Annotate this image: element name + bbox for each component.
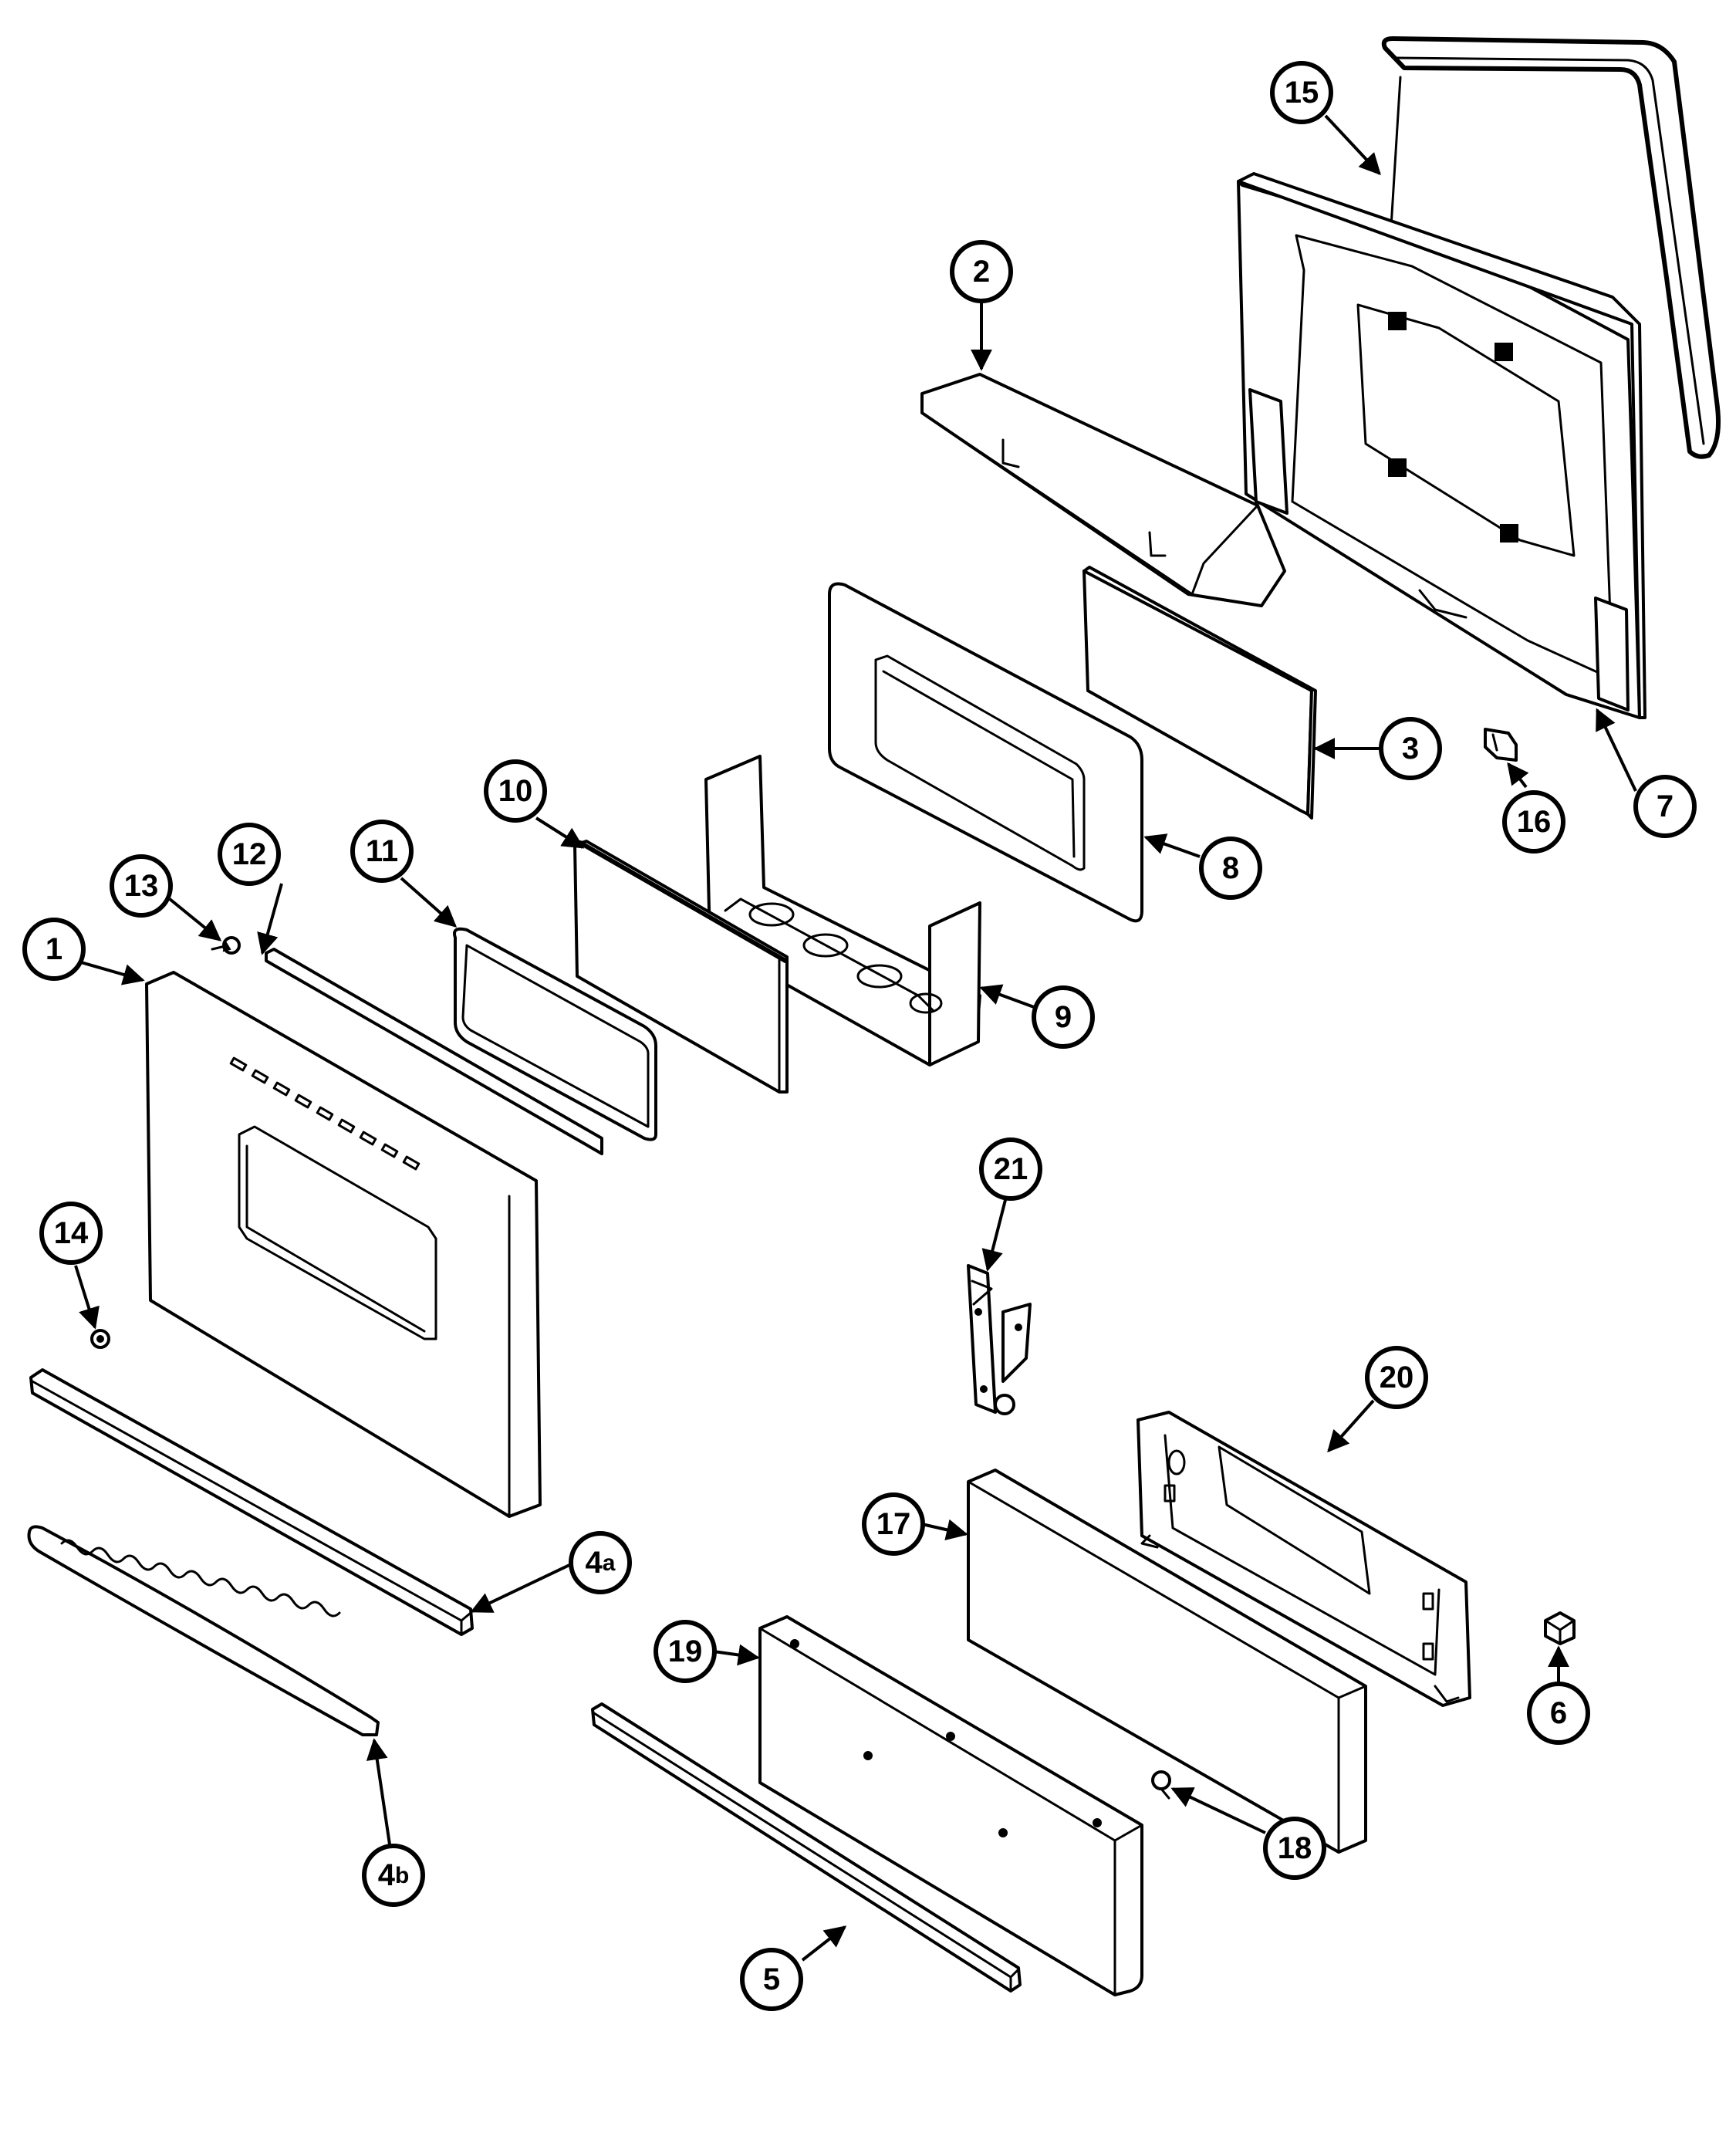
part-19-drawer-front: [758, 1615, 1143, 1996]
svg-text:5: 5: [763, 1962, 780, 1996]
part-15-door-gasket: [1381, 36, 1721, 459]
svg-text:12: 12: [232, 837, 267, 871]
svg-text:13: 13: [124, 869, 159, 903]
svg-text:16: 16: [1517, 805, 1552, 839]
callout-15: 15: [1270, 61, 1333, 124]
part-5-drawer-trim: [591, 1702, 1022, 1993]
part-4a-lower-trim: [29, 1368, 474, 1636]
part-20-drawer-support: [1137, 1411, 1471, 1707]
part-1-outer-door-panel: [145, 971, 542, 1518]
callout-13: 13: [110, 854, 173, 918]
callout-19: 19: [654, 1620, 717, 1683]
callout-5: 5: [740, 1948, 803, 2011]
callout-6: 6: [1527, 1682, 1590, 1745]
svg-text:1: 1: [46, 932, 62, 966]
svg-text:6: 6: [1550, 1696, 1567, 1730]
svg-text:20: 20: [1380, 1361, 1414, 1394]
callout-14: 14: [39, 1202, 103, 1265]
svg-text:10: 10: [498, 774, 533, 808]
part-11-window-gasket: [453, 927, 657, 1141]
part-10-glass-panel: [573, 840, 789, 1094]
part-3-glass-panel: [1082, 566, 1317, 820]
svg-text:19: 19: [668, 1634, 703, 1668]
part-14-nut: [90, 1329, 110, 1349]
callout-21: 21: [979, 1137, 1042, 1201]
part-8-window-frame: [828, 582, 1143, 923]
callout-3: 3: [1379, 717, 1442, 780]
leader-lines: [74, 114, 1637, 1962]
part-18-screw: [1151, 1770, 1171, 1800]
callout-2: 2: [950, 240, 1013, 303]
callout-12: 12: [218, 823, 281, 886]
part-6-bumper: [1544, 1611, 1576, 1645]
part-7-inner-door-liner: [1237, 172, 1646, 719]
callout-8: 8: [1199, 837, 1262, 900]
callout-9: 9: [1032, 985, 1095, 1049]
svg-text:7: 7: [1657, 789, 1674, 823]
part-9-glass-retainer: [704, 755, 981, 1066]
callout-11: 11: [350, 820, 414, 883]
part-4b-handle: [27, 1525, 380, 1736]
svg-text:11: 11: [366, 834, 398, 868]
callout-16: 16: [1502, 790, 1565, 854]
part-2-vent-deflector: [920, 373, 1286, 607]
part-17-drawer-panel-back: [967, 1469, 1367, 1854]
svg-text:8: 8: [1222, 851, 1239, 885]
callout-20: 20: [1365, 1346, 1428, 1409]
svg-text:17: 17: [876, 1507, 911, 1541]
svg-text:4a: 4a: [586, 1546, 616, 1580]
svg-text:21: 21: [994, 1152, 1028, 1186]
svg-text:4b: 4b: [378, 1858, 410, 1892]
svg-text:15: 15: [1285, 76, 1319, 110]
callout-10: 10: [484, 759, 547, 823]
svg-text:3: 3: [1402, 732, 1419, 766]
svg-text:14: 14: [54, 1216, 89, 1250]
callout-17: 17: [862, 1492, 925, 1556]
svg-text:9: 9: [1055, 1000, 1072, 1034]
callout-1: 1: [22, 918, 86, 981]
part-21-hinge: [967, 1264, 1032, 1415]
callout-4b: 4b: [362, 1844, 425, 1907]
callout-18: 18: [1263, 1817, 1326, 1880]
callout-4a: 4a: [569, 1531, 632, 1594]
callout-7: 7: [1633, 775, 1697, 838]
part-16-clip: [1484, 728, 1518, 762]
svg-text:18: 18: [1278, 1831, 1312, 1865]
svg-text:2: 2: [973, 255, 990, 289]
part-13-screw: [211, 936, 241, 955]
